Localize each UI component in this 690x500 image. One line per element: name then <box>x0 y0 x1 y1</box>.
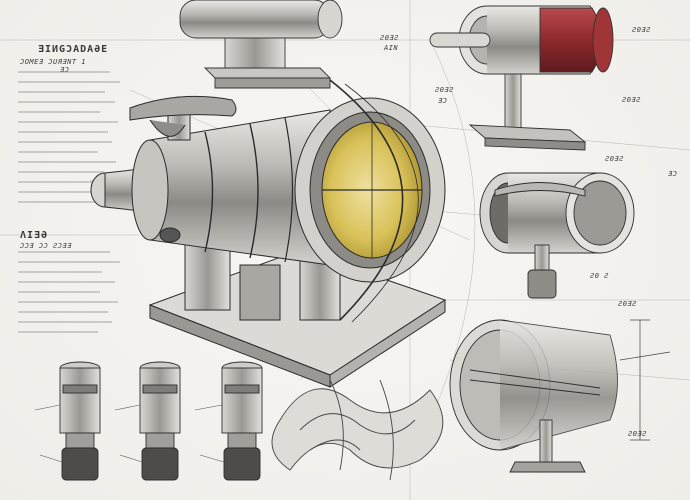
top-cylinder-sketch <box>179 0 343 89</box>
lower-right-note: Ƨ0 Ƨ <box>590 272 609 280</box>
turbine-core-b <box>139 361 181 481</box>
left-spec-block <box>18 71 120 333</box>
right-note-c: Ƨ0ƎƧ <box>605 155 624 163</box>
top-note-1: Ƨ0ƎƧ <box>380 34 399 42</box>
core-leader-lines <box>34 404 225 463</box>
bottom-right-nozzle-sketch <box>449 319 618 473</box>
label-note-1: Ƨ0ƎƧ <box>618 300 637 308</box>
mid-note-1: Ƨ0ƎƧ <box>435 86 454 94</box>
spec-title-note: ΛIƎƏ <box>20 230 49 241</box>
side-right-note: ƎƆ <box>668 170 678 178</box>
red-cylinder-sketch <box>429 5 614 151</box>
block-sub-note-2: ƎƆ <box>60 66 70 74</box>
block-sub-note-1: ƆOMEƎ ƆUЯƎNT 1 <box>20 58 87 66</box>
dimension-marks <box>619 319 671 441</box>
right-note-b: Ƨ0ƎƧ <box>622 96 641 104</box>
label-note-2: Ƨ0ƎƧ <box>628 430 647 438</box>
spec-sub-note: ƆƆƎ ƆƆ ƧƆƎƎ <box>20 242 72 250</box>
top-note-2: ΑΙΝ <box>384 44 399 52</box>
turbine-core-a <box>59 361 101 481</box>
main-turbine-sketch <box>90 79 447 388</box>
right-note-a: Ƨ0ƎƧ <box>632 26 651 34</box>
turbine-core-c <box>221 361 263 481</box>
swirl-blade-sketch <box>271 379 444 481</box>
mid-note-2: ƎƆ <box>438 97 448 105</box>
right-mid-cylinder-sketch <box>479 172 635 299</box>
block-title-note: ƎΙИGƆΑDAƏE <box>38 44 109 55</box>
